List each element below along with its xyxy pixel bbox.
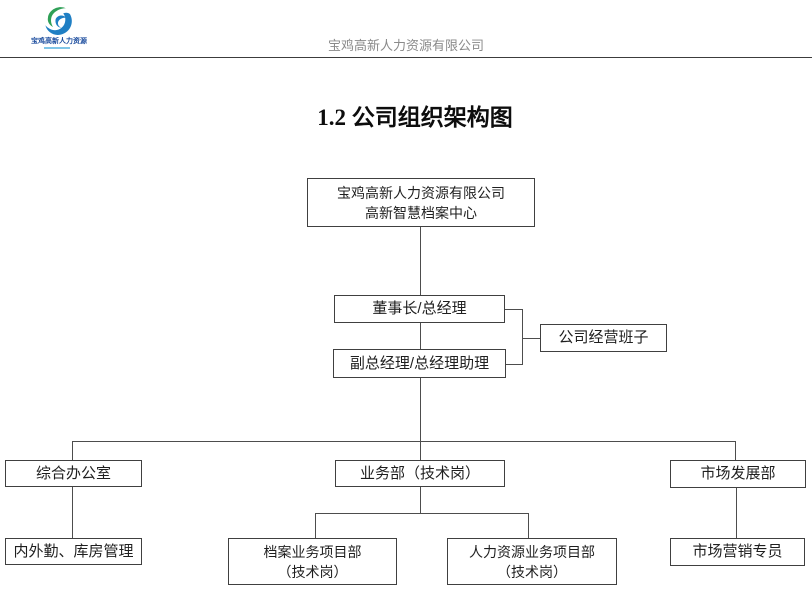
org-node-root-line1: 宝鸡高新人力资源有限公司 [337,184,505,201]
company-logo: 宝鸡高新人力资源 [30,4,88,49]
connector-root-to-chairman [420,227,421,295]
org-node-root-line2: 高新智慧档案中心 [365,204,477,221]
logo-swirl-icon [45,7,72,35]
page-header: 宝鸡高新人力资源 宝鸡高新人力资源有限公司 [0,0,812,58]
header-company-name: 宝鸡高新人力资源有限公司 [327,38,484,53]
org-node-logistics: 内外勤、库房管理 [5,538,142,565]
logo-caption: 宝鸡高新人力资源 [31,38,87,45]
connector-to-archives [315,513,316,538]
connector-business-down [420,487,421,513]
connector-deputy-stub [506,364,523,365]
org-node-general-office: 综合办公室 [5,460,142,487]
connector-chairman-to-deputy [420,323,421,349]
org-node-deputy: 副总经理/总经理助理 [333,349,506,378]
connector-deputy-down [420,378,421,442]
org-node-hr-project-line1: 人力资源业务项目部 [469,543,595,560]
org-node-management-team: 公司经营班子 [540,324,667,352]
connector-to-market-dev [735,441,736,460]
org-node-hr-project: 人力资源业务项目部 （技术岗） [447,538,617,585]
connector-bracket-vertical [522,309,523,365]
connector-to-hr-project [528,513,529,538]
org-node-chairman: 董事长/总经理 [334,295,505,323]
org-node-marketing: 市场营销专员 [670,538,805,566]
connector-to-management-team [522,338,540,339]
org-node-archives: 档案业务项目部 （技术岗） [228,538,397,585]
logo-caption-underline [44,47,70,49]
connector-business-split-bar [315,513,529,514]
org-node-root: 宝鸡高新人力资源有限公司 高新智慧档案中心 [307,178,535,227]
org-node-archives-line1: 档案业务项目部 [263,543,362,560]
connector-distribution-bar [72,441,736,442]
org-node-hr-project-line2: （技术岗） [497,563,567,580]
connector-office-to-logistics [72,487,73,538]
org-node-market-dev: 市场发展部 [670,460,806,488]
connector-to-marketing [736,488,737,538]
org-node-archives-line2: （技术岗） [277,563,348,580]
org-node-business-dept: 业务部（技术岗） [335,460,505,487]
connector-to-general-office [72,441,73,460]
connector-chairman-stub [505,309,523,310]
section-title: 1.2 公司组织架构图 [317,105,513,130]
connector-to-business-dept [420,441,421,460]
